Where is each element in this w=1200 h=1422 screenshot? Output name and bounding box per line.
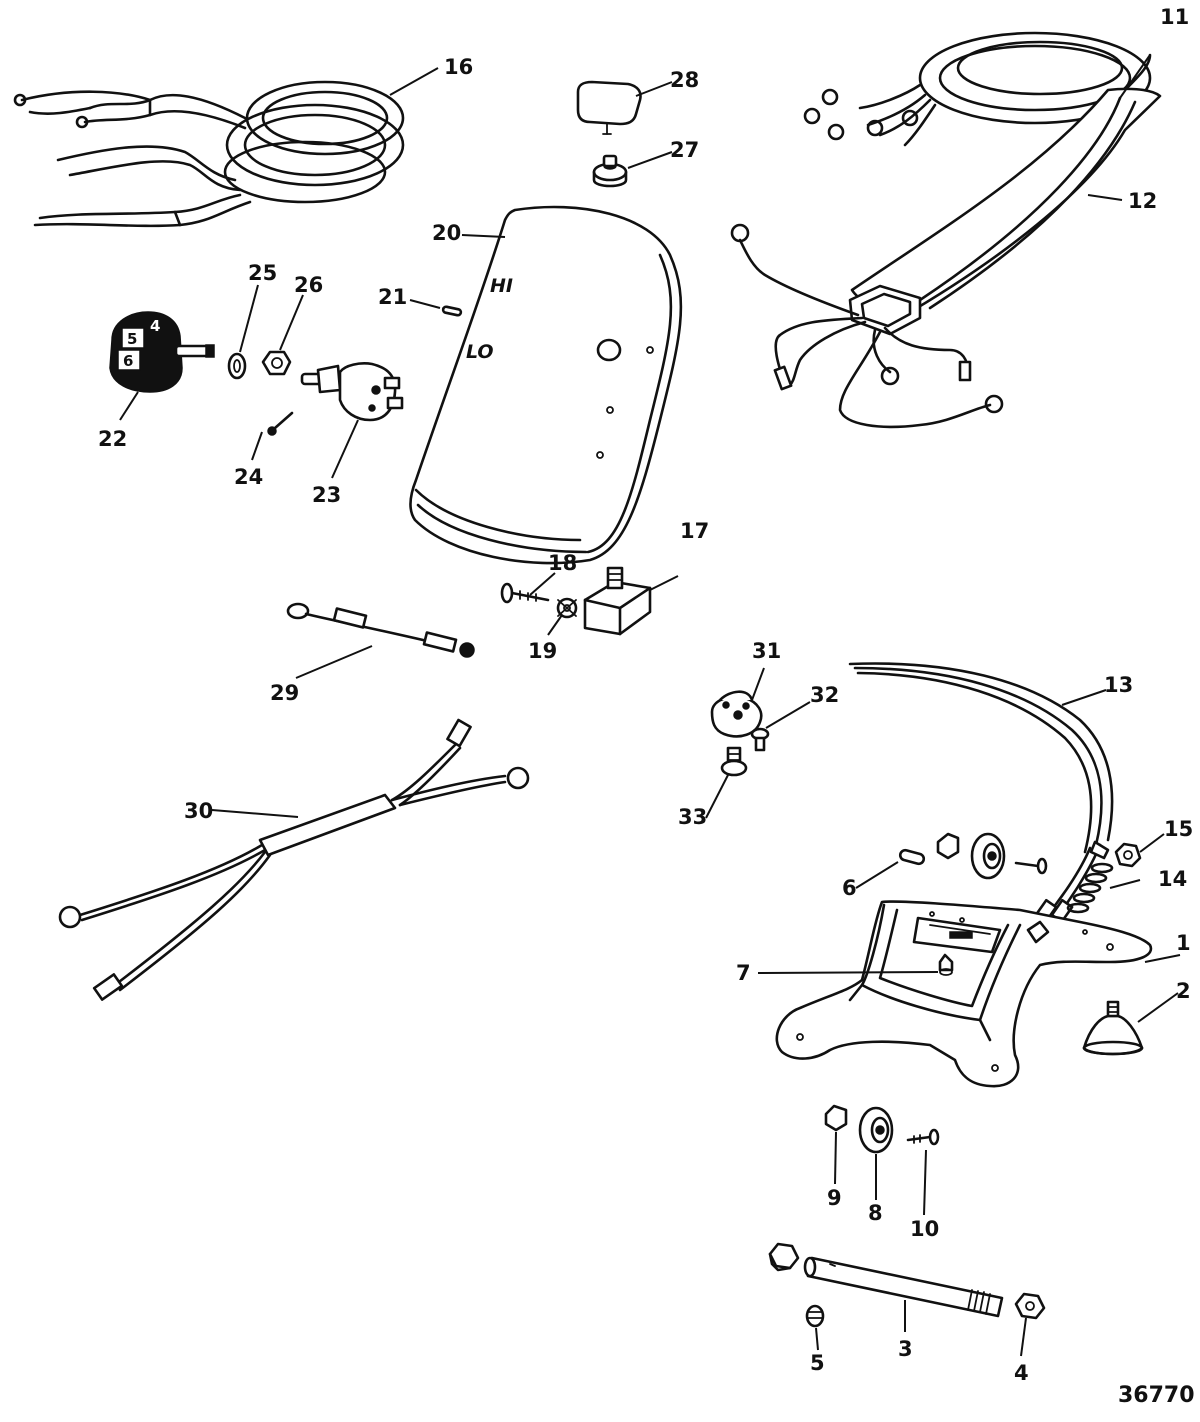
lower-screw-part: [906, 1128, 940, 1146]
upper-pulley-part: [970, 832, 1006, 880]
callout-25: 25: [248, 261, 277, 285]
knob-handle-part: [710, 690, 763, 738]
callout-6: 6: [842, 876, 857, 900]
callout-2: 2: [1176, 979, 1191, 1003]
callout-33: 33: [678, 805, 707, 829]
lockwasher-part: [556, 597, 578, 619]
upper-screw-part: [1014, 857, 1048, 875]
roller-pin-part: [898, 848, 926, 866]
callout-7: 7: [736, 961, 751, 985]
callout-1: 1: [1176, 931, 1191, 955]
pin-part: [441, 305, 463, 317]
callout-9: 9: [827, 1186, 842, 1210]
lower-pulley-part: [858, 1106, 894, 1154]
mounting-bracket-part: [775, 900, 1153, 1088]
callout-27: 27: [670, 138, 699, 162]
lower-bushing-part: [824, 1104, 848, 1132]
knob-digit-6: 6: [123, 352, 133, 370]
callout-19: 19: [528, 639, 557, 663]
callout-21: 21: [378, 285, 407, 309]
spring-part: [1066, 862, 1114, 914]
low-speed-marking: LO: [466, 341, 494, 363]
rotary-switch-part: [300, 362, 404, 422]
callout-8: 8: [868, 1201, 883, 1225]
callout-15: 15: [1164, 817, 1193, 841]
callout-11: 11: [1160, 5, 1189, 29]
leader-lines: [119, 54, 1181, 1357]
cable-nut-part: [1114, 842, 1142, 868]
nut-part: [592, 154, 628, 188]
control-cable-part: [848, 662, 1114, 924]
callout-30: 30: [184, 799, 213, 823]
callout-5: 5: [810, 1351, 825, 1375]
ground-strap-part: [286, 602, 475, 658]
knob-digit-5: 5: [127, 330, 137, 348]
washer-part: [227, 352, 247, 380]
callout-26: 26: [294, 273, 323, 297]
callout-32: 32: [810, 683, 839, 707]
callout-13: 13: [1104, 673, 1133, 697]
callout-20: 20: [432, 221, 461, 245]
switch-block-part: [583, 566, 652, 636]
callout-31: 31: [752, 639, 781, 663]
cable-harness-part: [730, 31, 1162, 429]
small-screw-right-part: [750, 727, 770, 752]
wire-harness-coil-part: [13, 80, 405, 228]
high-speed-marking: HI: [490, 275, 513, 297]
hex-nut-part: [261, 350, 292, 376]
callout-10: 10: [910, 1217, 939, 1241]
small-screw-part: [267, 411, 294, 436]
callout-18: 18: [548, 551, 577, 575]
machine-screw-part: [500, 582, 550, 604]
callout-28: 28: [670, 68, 699, 92]
callout-14: 14: [1158, 867, 1187, 891]
control-housing-cover-part: HI LO: [409, 205, 683, 565]
callout-16: 16: [444, 55, 473, 79]
knob-digit-4: 4: [150, 317, 160, 335]
end-nut-left-part: [768, 1242, 800, 1272]
callout-24: 24: [234, 465, 263, 489]
y-cable-part: [58, 718, 530, 1001]
callout-23: 23: [312, 483, 341, 507]
callout-3: 3: [898, 1337, 913, 1361]
rubber-cap-part: [576, 80, 642, 135]
upper-bushing-part: [936, 832, 960, 860]
thumb-screw-part: [720, 746, 748, 777]
callout-29: 29: [270, 681, 299, 705]
speed-selector-knob-part: 4 5 6: [109, 311, 215, 393]
callout-22: 22: [98, 427, 127, 451]
callout-4: 4: [1014, 1361, 1029, 1385]
callout-17: 17: [680, 519, 709, 543]
end-nut-right-part: [1014, 1292, 1046, 1320]
shaft-part: [803, 1256, 1004, 1318]
callout-labels: 1 2 3 4 5 6 7 8 9 10 11 12 13 14 15 16 1…: [98, 5, 1193, 1385]
suction-cup-part: [1082, 1000, 1144, 1056]
figure-number: 36770: [1118, 1383, 1195, 1408]
set-screw-part: [805, 1304, 825, 1328]
callout-12: 12: [1128, 189, 1157, 213]
